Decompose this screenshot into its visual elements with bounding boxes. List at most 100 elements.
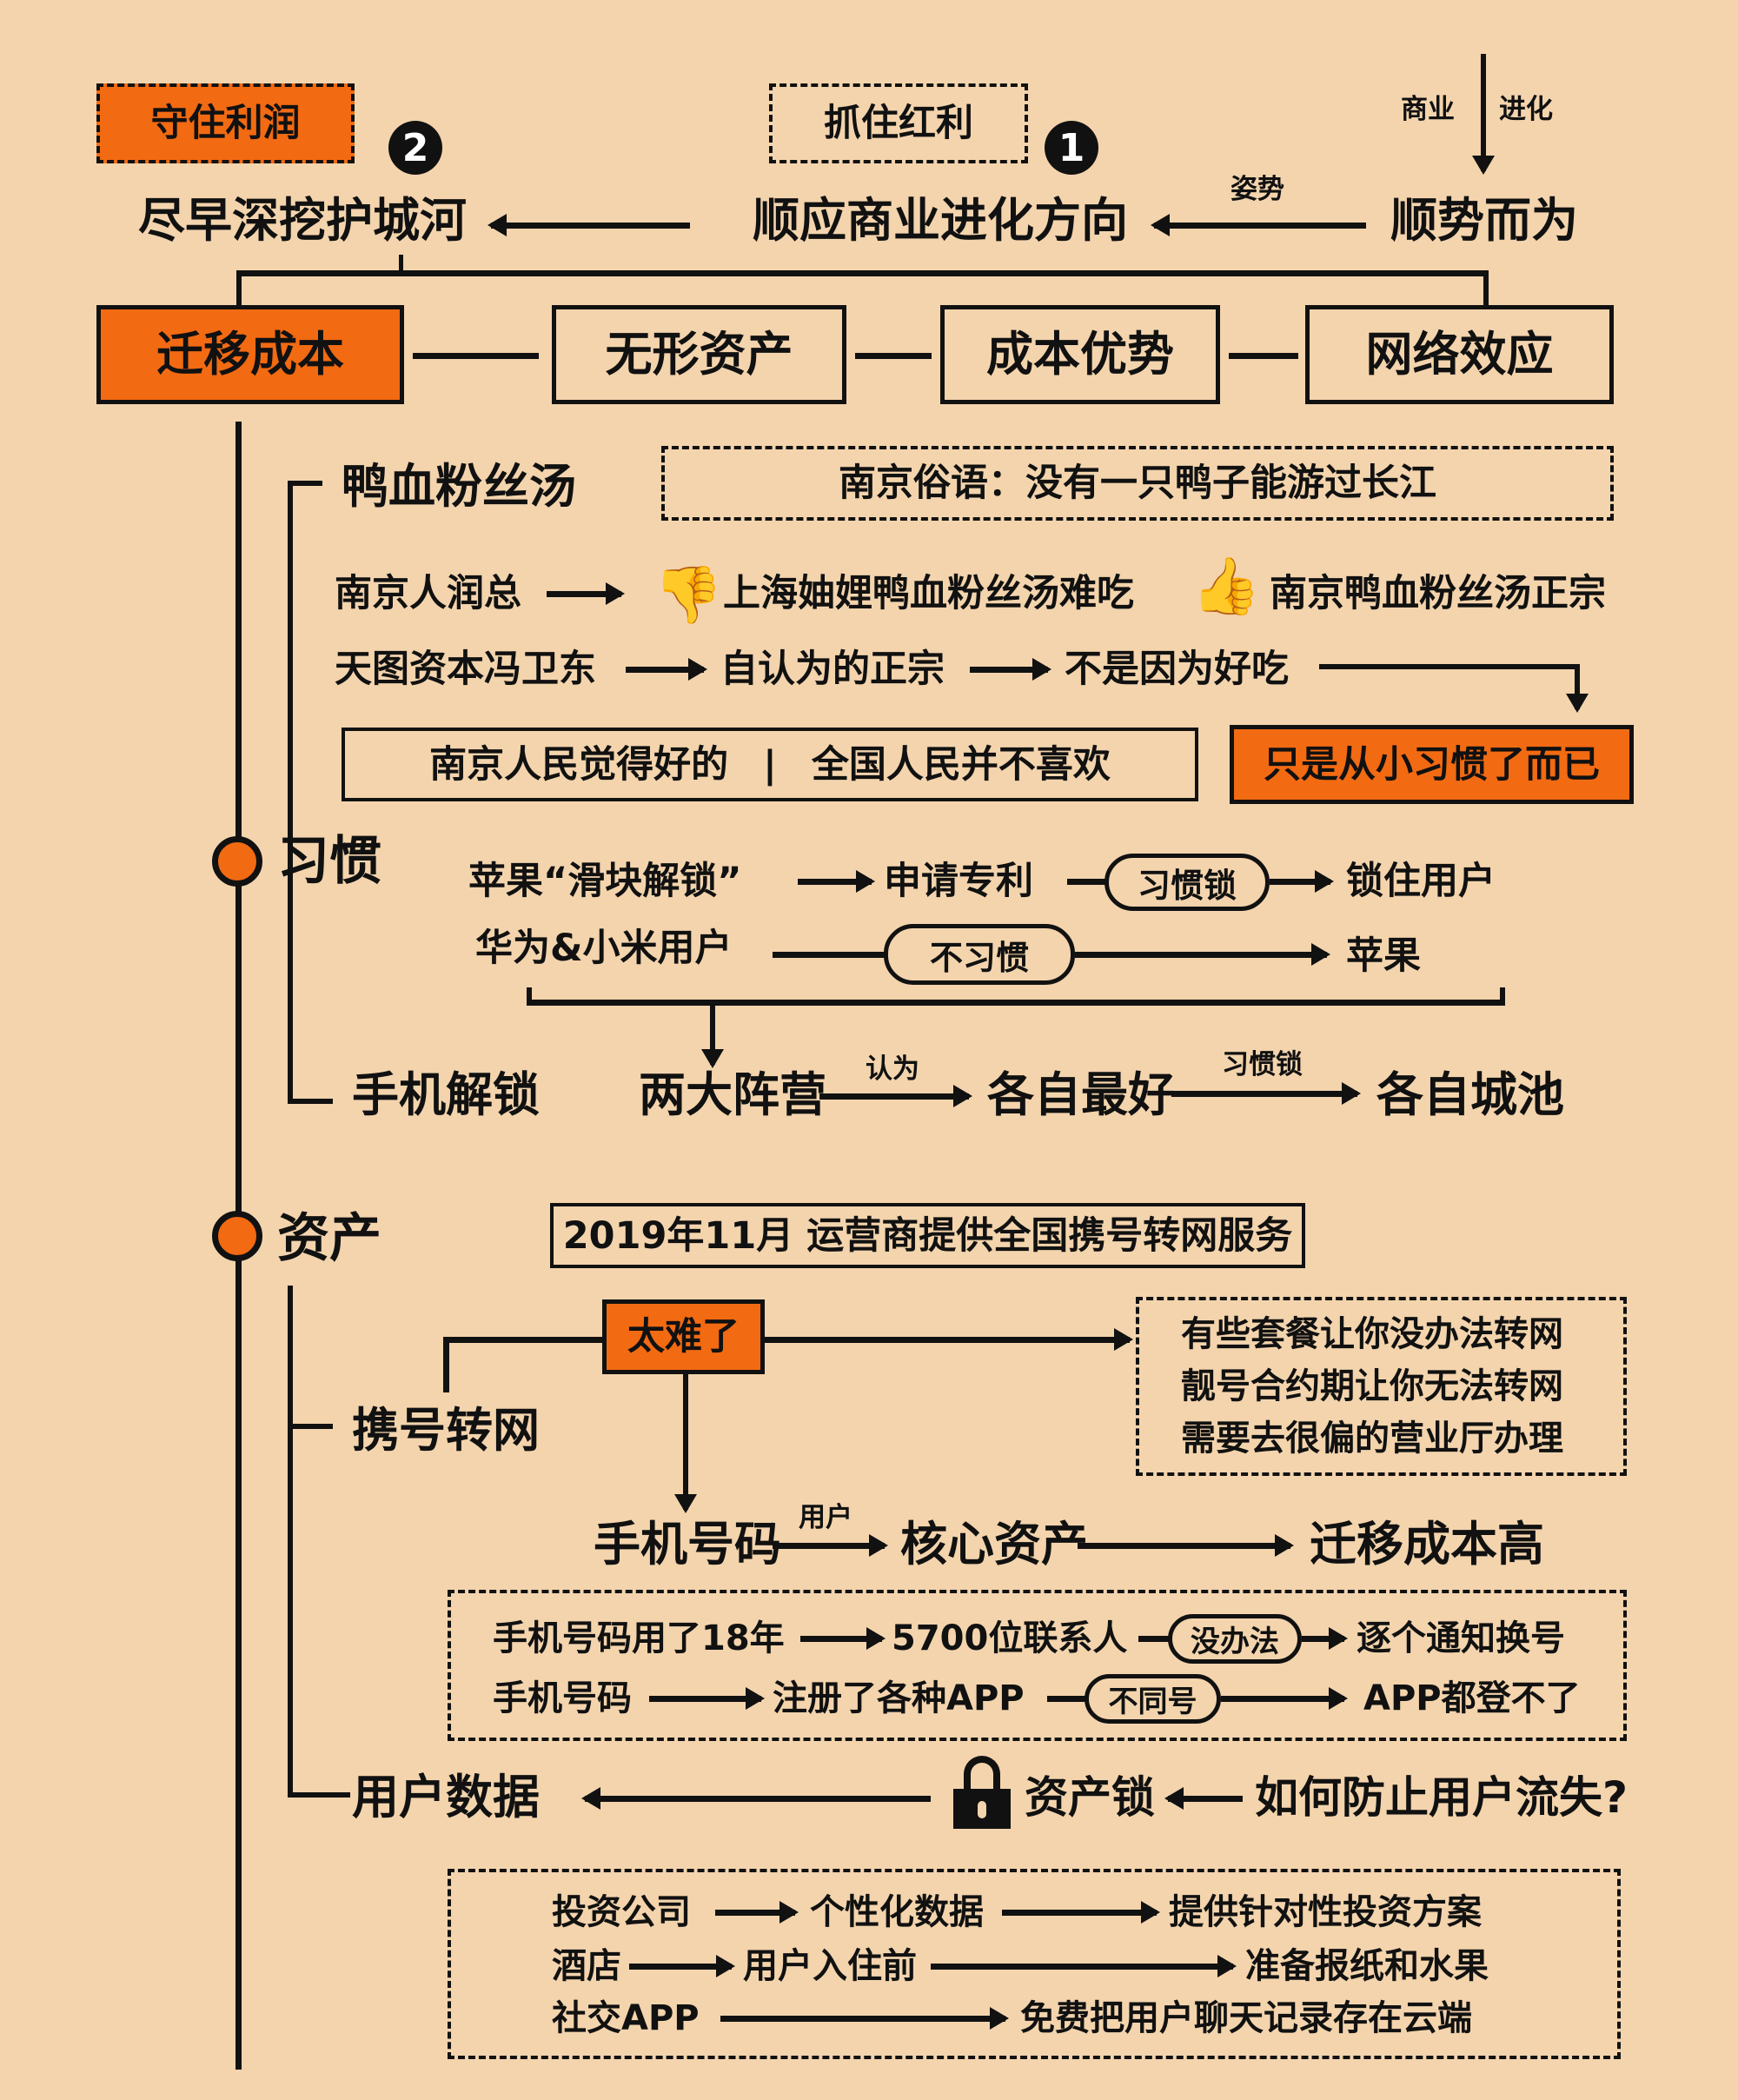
arrow xyxy=(1164,1787,1243,1810)
evolution-arrow xyxy=(1472,54,1495,175)
bracket-tick xyxy=(288,1792,350,1798)
good-soup-text: 南京鸭血粉丝汤正宗 xyxy=(1270,572,1606,615)
reason-item: 有些套餐让你没办法转网 xyxy=(1181,1314,1563,1354)
arrow xyxy=(819,1085,972,1107)
arrow xyxy=(1002,1901,1160,1924)
phone-unlock-title: 手机解锁 xyxy=(352,1067,540,1122)
step-1-badge: 1 xyxy=(1045,121,1098,175)
arrow xyxy=(1171,1082,1361,1105)
reasons-box: 有些套餐让你没办法转网 靓号合约期让你无法转网 需要去很偏的营业厅办理 xyxy=(1136,1297,1627,1476)
bracket-tick xyxy=(527,987,532,1005)
arrow xyxy=(488,214,690,236)
apple-slide-text: 苹果“滑块解锁” xyxy=(468,860,742,903)
thumbs-up-icon: 👍 xyxy=(1191,555,1261,619)
arrow xyxy=(626,658,707,681)
arrow xyxy=(1302,1627,1348,1650)
bracket-leg xyxy=(1483,270,1489,305)
arrow xyxy=(798,870,875,893)
connector xyxy=(1067,879,1106,885)
arrow xyxy=(765,1328,1133,1351)
arrow xyxy=(547,582,625,605)
no-way-pill: 没办法 xyxy=(1168,1614,1302,1664)
compare-right: 全国人民并不喜欢 xyxy=(811,742,1111,787)
keep-profit-callout: 守住利润 xyxy=(96,83,355,163)
arrow xyxy=(649,1687,765,1710)
reason-item: 需要去很偏的营业厅办理 xyxy=(1181,1419,1563,1459)
high-migration-cost-text: 迁移成本高 xyxy=(1310,1517,1544,1572)
arrow xyxy=(1221,1687,1348,1710)
connector xyxy=(1047,1696,1086,1702)
case-investment-plan: 提供针对性投资方案 xyxy=(1169,1892,1482,1932)
connector xyxy=(1319,664,1580,669)
bracket-tick xyxy=(288,481,322,486)
patent-text: 申请专利 xyxy=(884,860,1033,903)
evolution-label: 进化 xyxy=(1499,94,1553,125)
phone-number-text-2: 手机号码 xyxy=(493,1678,632,1718)
arrow xyxy=(1075,943,1330,966)
connector xyxy=(1229,353,1298,359)
phone-number-text: 手机号码 xyxy=(594,1517,781,1572)
arrow xyxy=(674,1374,697,1513)
self-authentic-text: 自认为的正宗 xyxy=(720,648,945,691)
bracket-tick xyxy=(288,1424,333,1429)
habit-bracket xyxy=(288,482,293,1104)
asset-node xyxy=(212,1211,262,1261)
arrow xyxy=(931,1955,1237,1977)
bracket-tick xyxy=(1500,987,1505,1005)
number-porting-title: 携号转网 xyxy=(352,1403,540,1458)
habit-lock-label: 习惯锁 xyxy=(1222,1049,1303,1080)
arrow xyxy=(629,1955,735,1977)
arrow xyxy=(1566,664,1589,713)
connector xyxy=(413,353,539,359)
runzong-text: 南京人润总 xyxy=(335,572,521,615)
reason-item: 靓号合约期让你无法转网 xyxy=(1181,1366,1563,1406)
not-used-pill: 不习惯 xyxy=(884,924,1075,985)
case-before-checkin: 用户入住前 xyxy=(743,1946,917,1986)
apps-locked-out-text: APP都登不了 xyxy=(1363,1678,1581,1718)
case-hotel: 酒店 xyxy=(552,1946,621,1986)
lock-users-text: 锁住用户 xyxy=(1346,860,1496,903)
duck-soup-title: 鸭血粉丝汤 xyxy=(342,459,576,514)
bad-soup-text: 上海妯娌鸭血粉丝汤难吃 xyxy=(723,572,1134,615)
user-label: 用户 xyxy=(799,1502,852,1533)
arrow xyxy=(800,1627,886,1650)
apple-text: 苹果 xyxy=(1346,934,1421,978)
each-city-text: 各自城池 xyxy=(1376,1067,1564,1122)
case-cloud-chat: 免费把用户聊天记录存在云端 xyxy=(1020,1998,1472,2038)
event-box: 2019年11月 运营商提供全国携号转网服务 xyxy=(550,1203,1305,1268)
follow-trend-text: 顺势而为 xyxy=(1390,193,1578,248)
padlock-icon xyxy=(953,1756,1011,1829)
think-label: 认为 xyxy=(866,1053,919,1085)
bracket-leg xyxy=(236,270,242,305)
arrow xyxy=(581,1787,931,1810)
contacts-text: 5700位联系人 xyxy=(892,1618,1128,1658)
connector xyxy=(773,952,886,958)
habit-lock-pill: 习惯锁 xyxy=(1104,854,1270,911)
connector xyxy=(855,353,932,359)
grab-dividend-label: 抓住红利 xyxy=(824,102,973,145)
conclusion-box: 只是从小习惯了而已 xyxy=(1230,725,1634,804)
each-best-text: 各自最好 xyxy=(987,1067,1175,1122)
feng-text: 天图资本冯卫东 xyxy=(335,648,596,691)
case-investment: 投资公司 xyxy=(552,1892,691,1932)
connector xyxy=(443,1337,449,1392)
two-camps-text: 两大阵营 xyxy=(639,1067,826,1122)
arrow xyxy=(715,1901,799,1924)
category-network-effect: 网络效应 xyxy=(1305,305,1614,404)
compare-box: 南京人民觉得好的 | 全国人民并不喜欢 xyxy=(342,728,1198,801)
used-18-years-text: 手机号码用了18年 xyxy=(493,1618,785,1658)
category-intangible-assets: 无形资产 xyxy=(552,305,846,404)
step-2-badge: 2 xyxy=(388,121,442,175)
bracket xyxy=(236,270,1488,276)
prevent-churn-text: 如何防止用户流失? xyxy=(1255,1772,1629,1823)
registered-apps-text: 注册了各种APP xyxy=(773,1678,1025,1718)
connector xyxy=(443,1337,604,1343)
arrow xyxy=(1270,870,1334,893)
user-data-title: 用户数据 xyxy=(352,1770,540,1824)
bracket-tick xyxy=(288,1099,333,1104)
arrow xyxy=(1078,1534,1294,1557)
case-social-app: 社交APP xyxy=(552,1998,700,2038)
keep-profit-label: 守住利润 xyxy=(150,102,301,145)
connector xyxy=(1138,1636,1170,1642)
moat-text: 尽早深挖护城河 xyxy=(138,193,467,248)
